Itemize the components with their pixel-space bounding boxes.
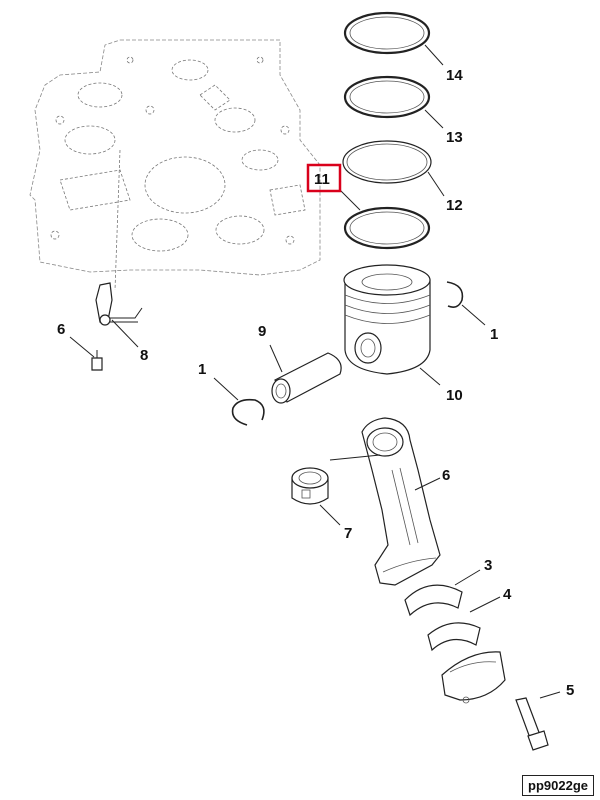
circlip-left <box>231 398 265 426</box>
callout-14[interactable]: 14 <box>446 67 463 84</box>
piston <box>343 264 431 375</box>
nozzle-bolt <box>91 350 103 371</box>
callout-6-nozzle[interactable]: 6 <box>57 321 65 338</box>
piston-cooling-nozzle <box>95 282 143 326</box>
callout-3[interactable]: 3 <box>484 557 492 574</box>
bearing-shell-lower <box>427 622 481 652</box>
callout-11[interactable]: 11 <box>314 171 330 188</box>
callout-13[interactable]: 13 <box>446 129 463 146</box>
piston-ring-top <box>343 11 431 55</box>
piston-pin <box>271 352 342 404</box>
bearing-shell-upper <box>404 584 463 617</box>
connecting-rod <box>361 417 441 586</box>
piston-ring-second <box>343 75 431 119</box>
callout-6-rod[interactable]: 6 <box>442 467 450 484</box>
rod-bolt <box>515 697 549 751</box>
callout-1-right[interactable]: 1 <box>490 326 498 343</box>
callout-8[interactable]: 8 <box>140 347 148 364</box>
callout-10[interactable]: 10 <box>446 387 463 404</box>
connecting-rod-cap <box>441 651 506 704</box>
small-end-bushing <box>291 467 329 505</box>
callout-1-left[interactable]: 1 <box>198 361 206 378</box>
reference-code: pp9022ge <box>522 775 594 796</box>
callout-7[interactable]: 7 <box>344 525 352 542</box>
callout-4[interactable]: 4 <box>503 586 512 603</box>
callout-9[interactable]: 9 <box>258 323 266 340</box>
callout-5[interactable]: 5 <box>566 682 574 699</box>
piston-ring-oil <box>342 140 432 184</box>
engine-block-outline <box>29 39 321 291</box>
circlip-right <box>446 281 464 308</box>
piston-ring-expander <box>343 206 431 250</box>
leader-lines <box>69 44 561 699</box>
highlight-box <box>306 163 342 193</box>
callout-12[interactable]: 12 <box>446 197 463 214</box>
